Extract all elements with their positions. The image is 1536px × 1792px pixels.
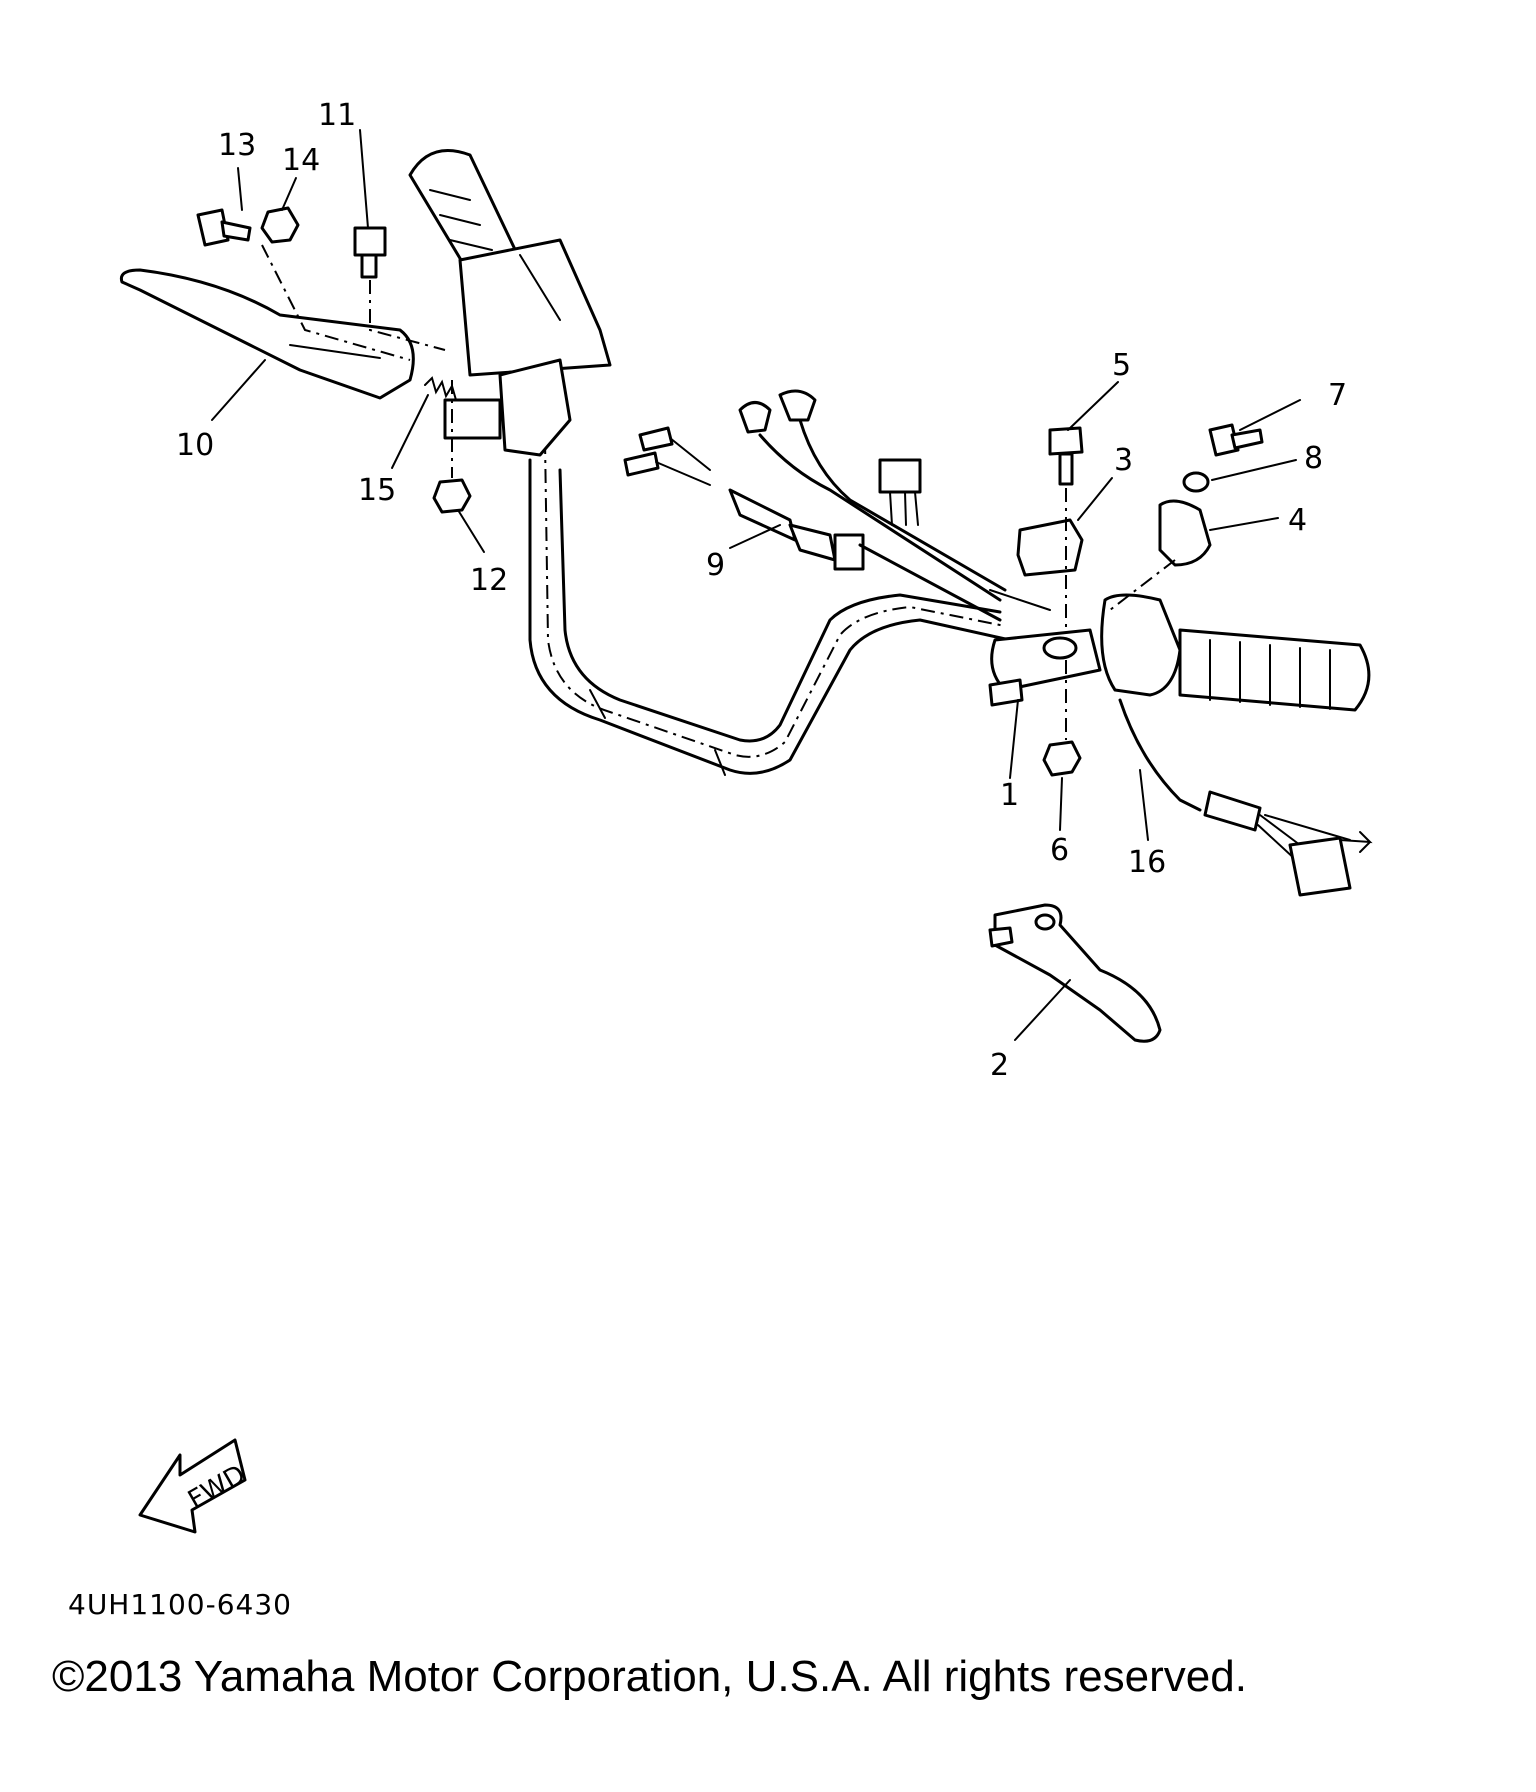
copyright-notice: ©2013 Yamaha Motor Corporation, U.S.A. A…: [52, 1652, 1247, 1701]
right-grip: [1100, 593, 1371, 712]
callout-6: 6: [1050, 833, 1069, 868]
part-3-clamp: [1016, 518, 1084, 577]
diagram-code: 4UH1100-6430: [68, 1588, 292, 1621]
callout-7: 7: [1328, 378, 1347, 413]
part-9-switch-cable: [623, 426, 1002, 622]
callout-13: 13: [218, 128, 256, 163]
part-10-left-lever: [119, 268, 415, 400]
callout-12: 12: [470, 563, 508, 598]
part-13-bolt: [196, 208, 252, 247]
part-14-nut: [260, 206, 300, 244]
callout-5: 5: [1112, 348, 1131, 383]
wire-harness: [738, 389, 1051, 611]
callout-11: 11: [318, 98, 356, 133]
part-4-clamp: [1158, 499, 1212, 567]
part-7-bolt: [1208, 423, 1264, 457]
callout-16: 16: [1128, 845, 1166, 880]
part-1-lever-holder: [988, 628, 1102, 707]
fwd-arrow-icon: FWD: [138, 1438, 251, 1534]
part-2-right-lever: [988, 903, 1162, 1043]
callout-1: 1: [1000, 778, 1019, 813]
callout-10: 10: [176, 428, 214, 463]
callout-9: 9: [706, 548, 725, 583]
part-16-wire-connector: [1118, 698, 1373, 897]
handlebar: [528, 439, 1012, 776]
callouts: 13 14 11 10 15 12 9 5 3 7 8 4 1 6 16 2: [176, 98, 1347, 1083]
leader-lines: [211, 129, 1301, 1041]
part-5-bolt: [1048, 426, 1084, 486]
part-12-nut: [432, 478, 472, 514]
callout-8: 8: [1304, 441, 1323, 476]
callout-15: 15: [358, 473, 396, 508]
callout-3: 3: [1114, 443, 1133, 478]
callout-4: 4: [1288, 503, 1307, 538]
callout-14: 14: [282, 143, 320, 178]
callout-2: 2: [990, 1048, 1009, 1083]
part-6-nut: [1042, 740, 1082, 777]
part-11-bolt: [353, 226, 387, 279]
part-8-washer: [1182, 471, 1210, 493]
left-grip-assembly: [408, 149, 612, 457]
assembly-lines: [261, 244, 1176, 740]
